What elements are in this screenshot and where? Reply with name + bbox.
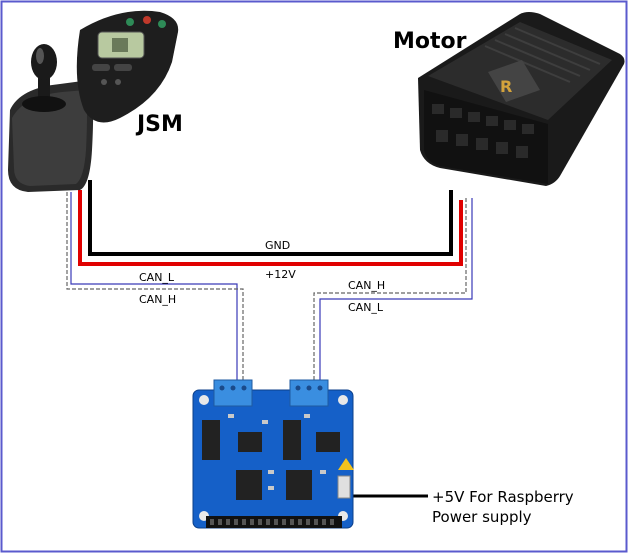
can-h-left-label: CAN_H: [139, 293, 176, 306]
can-h-right-label: CAN_H: [348, 279, 385, 292]
v12-label: +12V: [265, 268, 296, 281]
svg-text:R: R: [500, 77, 512, 96]
gnd-label: GND: [265, 239, 290, 252]
motor-title: Motor: [393, 29, 467, 54]
jsm-title: JSM: [135, 112, 183, 137]
can-l-right-label: CAN_L: [348, 301, 384, 314]
can-hat-board-icon: [193, 380, 354, 528]
power-note-line1: +5V For Raspberry: [432, 488, 574, 506]
can-l-left-label: CAN_L: [139, 271, 175, 284]
power-note-line2: Power supply: [432, 508, 532, 526]
